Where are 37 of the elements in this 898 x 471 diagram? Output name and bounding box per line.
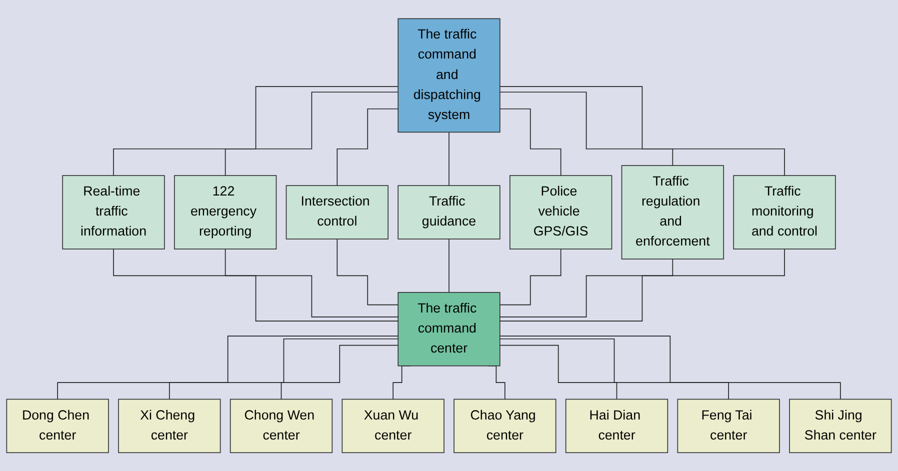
connector [500, 258, 674, 318]
node-box: Dong Chen center [6, 398, 109, 453]
connector [224, 92, 398, 176]
connector [500, 344, 618, 400]
node-box: Traffic regulation and enforcement [621, 164, 724, 260]
connector [113, 248, 398, 322]
node-box: Shi Jing Shan center [789, 398, 892, 453]
node-box: Feng Tai center [677, 398, 780, 453]
connector [500, 336, 841, 400]
connector [448, 132, 450, 186]
connector [500, 248, 562, 306]
connector [500, 248, 785, 322]
node-box: Police vehicle GPS/GIS [510, 174, 612, 250]
node-box: Hai Dian center [565, 398, 668, 453]
node-box: Chong Wen center [230, 398, 333, 453]
connector [224, 248, 398, 318]
connector [280, 344, 398, 400]
connector [500, 92, 674, 166]
node-box: Xuan Wu center [342, 398, 444, 453]
connector [336, 108, 398, 186]
node-box: The traffic command and dispatching system [398, 18, 500, 132]
node-box: 122 emergency reporting [174, 174, 277, 250]
connector [169, 338, 398, 400]
node-box: Real-time traffic information [62, 174, 165, 250]
connector [500, 108, 562, 176]
connector [57, 336, 398, 400]
node-box: Traffic monitoring and control [733, 174, 836, 250]
node-box: The traffic command center [398, 292, 500, 366]
node-box: Xi Cheng center [118, 398, 221, 453]
connector [448, 238, 450, 293]
node-box: Chao Yang center [454, 398, 556, 453]
node-box: Traffic guidance [398, 185, 500, 240]
connector [336, 238, 398, 306]
connector [113, 86, 398, 176]
connector [500, 86, 785, 176]
connector [500, 338, 729, 400]
node-box: Intersection control [286, 185, 388, 240]
